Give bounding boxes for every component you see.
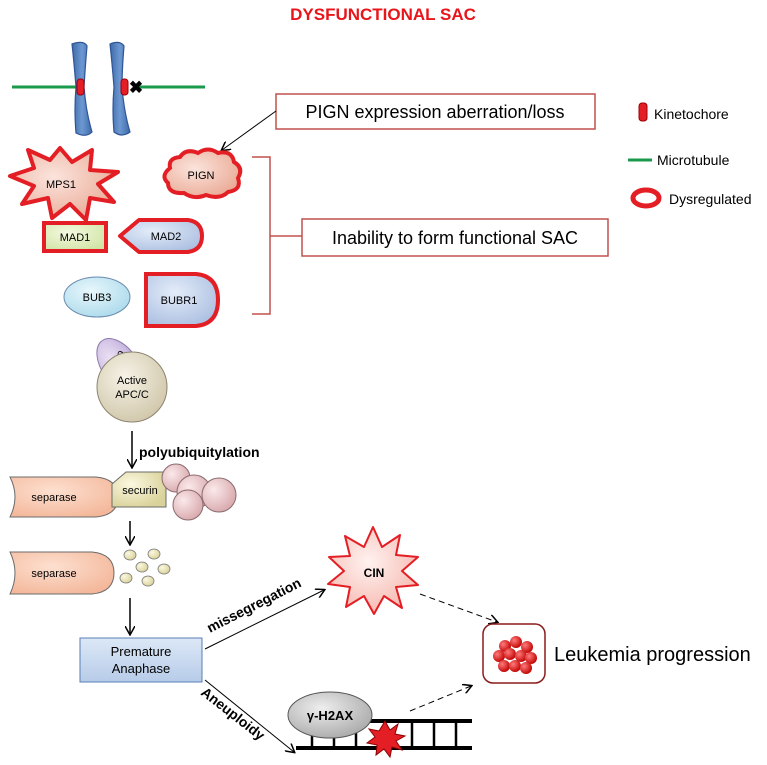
bubr1-label: BUBR1	[161, 295, 198, 307]
aneuploidy-label: Aneuploidy	[198, 684, 268, 744]
polyubiquitylation-label: polyubiquitylation	[139, 444, 260, 460]
legend-kinetochore-label: Kinetochore	[654, 106, 729, 122]
dna-break-icon	[365, 720, 407, 759]
cin-label: CIN	[364, 566, 385, 580]
mad2-label: MAD2	[151, 231, 182, 243]
legend: Kinetochore Microtubule Dysregulated	[628, 102, 752, 209]
pign-aberration-box	[275, 93, 596, 130]
chromatid-right	[109, 41, 131, 136]
cin-to-leukemia-arrow	[419, 593, 497, 622]
h2ax-to-leukemia-arrow	[409, 686, 471, 712]
kinetochore-right	[120, 78, 129, 96]
inability-sac-box	[301, 218, 609, 257]
dysregulated-legend-icon	[630, 187, 662, 209]
pign-aberration-text: PIGN expression aberration/loss	[305, 102, 564, 122]
inability-sac-text: Inability to form functional SAC	[332, 228, 578, 248]
pign-label: PIGN	[188, 170, 215, 182]
apc-c-complex: Active APC/C	[96, 351, 168, 423]
diagram-title: DYSFUNCTIONAL SAC	[290, 5, 476, 24]
separase-2-label: separase	[31, 568, 76, 580]
chromosome-pair: ✖	[12, 41, 205, 136]
premature-line1: Premature	[111, 644, 172, 659]
premature-line2: Anaphase	[112, 661, 171, 676]
bub3-label: BUB3	[83, 292, 112, 304]
kinetochore-left	[76, 78, 85, 96]
bubr1-protein: BUBR1	[144, 272, 221, 328]
h2ax-label: γ-H2AX	[307, 708, 354, 723]
mps1-protein: MPS1	[8, 146, 120, 222]
mps1-label: MPS1	[46, 179, 76, 191]
separase-securin-complex: separase securin	[9, 463, 237, 521]
detached-x-icon: ✖	[129, 78, 143, 97]
premature-anaphase-box	[79, 637, 203, 683]
missegregation-arrow	[204, 590, 324, 650]
legend-microtubule-label: Microtubule	[657, 152, 730, 168]
leukemia-progression-label: Leukemia progression	[554, 644, 751, 666]
free-separase: separase	[9, 551, 115, 595]
securin-fragments	[119, 548, 171, 587]
mad2-protein: MAD2	[118, 218, 204, 254]
separase-1-label: separase	[31, 492, 76, 504]
securin-label: securin	[122, 485, 157, 497]
mad1-protein: MAD1	[42, 221, 108, 253]
ubiquitin-chain	[161, 463, 237, 521]
pign-protein: PIGN	[162, 147, 243, 200]
missegregation-label: missegregation	[204, 574, 303, 635]
aneuploidy-arrow	[204, 679, 294, 752]
h2ax-protein	[287, 691, 373, 739]
sac-bracket	[252, 156, 302, 315]
mad1-label: MAD1	[60, 232, 91, 244]
leukemia-cell-cluster-icon	[482, 623, 546, 684]
pign-arrow	[222, 110, 277, 150]
kinetochore-legend-icon	[638, 102, 648, 122]
apc-label-line1: Active	[117, 375, 147, 387]
cin-marker: CIN	[327, 526, 419, 615]
bub3-protein: BUB3	[63, 276, 131, 318]
legend-dysregulated-label: Dysregulated	[669, 191, 752, 207]
apc-label-line2: APC/C	[115, 389, 149, 401]
dna-damage: γ-H2AX	[287, 691, 472, 759]
